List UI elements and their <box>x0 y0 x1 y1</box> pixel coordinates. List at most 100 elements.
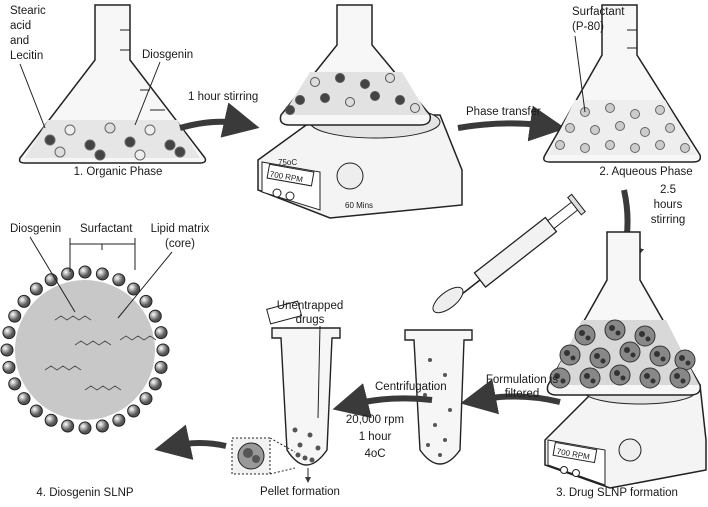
particle <box>61 419 75 433</box>
particle <box>680 378 686 384</box>
particle <box>148 377 162 391</box>
particle <box>639 367 661 389</box>
particle <box>615 121 625 131</box>
particle <box>645 336 651 342</box>
stirring-label: 1 hour stirring <box>188 91 258 103</box>
particle <box>84 139 96 151</box>
particle <box>590 378 596 384</box>
particle <box>443 438 447 442</box>
particle <box>29 404 43 418</box>
particle <box>78 265 92 279</box>
slnp-caption: 4. Diosgenin SLNP <box>36 487 133 499</box>
particle <box>8 377 22 391</box>
particle <box>605 103 615 113</box>
particle <box>64 124 76 136</box>
particle <box>585 335 591 341</box>
particle <box>639 331 645 337</box>
particle <box>609 364 631 386</box>
particle <box>630 143 640 153</box>
particle <box>630 352 636 358</box>
particle <box>148 309 162 323</box>
particle <box>559 344 581 366</box>
particle <box>428 358 432 362</box>
particle <box>600 358 606 364</box>
particle <box>112 273 126 287</box>
particle <box>565 123 575 133</box>
particle <box>315 445 321 451</box>
particle <box>335 73 345 83</box>
diosgenin-molecule <box>119 335 157 341</box>
particle <box>78 421 92 435</box>
particle <box>292 427 298 433</box>
diosgenin-slnp <box>0 265 170 435</box>
particle <box>614 370 620 376</box>
particle <box>156 343 170 357</box>
particle <box>674 349 696 371</box>
slnp-stirrer: 700 RPM <box>544 379 707 489</box>
particle <box>644 373 650 379</box>
particle <box>433 423 437 427</box>
particle <box>674 373 680 379</box>
diosgenin-molecule <box>54 315 92 321</box>
particle <box>297 442 303 448</box>
temperature-display: 75oC <box>278 158 297 167</box>
particle <box>285 105 295 115</box>
particle <box>580 143 590 153</box>
particle <box>44 413 58 427</box>
particle <box>307 432 313 438</box>
particle <box>61 267 75 281</box>
particle <box>17 294 31 308</box>
particle <box>134 149 146 161</box>
diosgenin-label: Diosgenin <box>142 49 193 61</box>
particle <box>124 136 136 148</box>
particle <box>640 127 650 137</box>
organic-phase-caption: 1. Organic Phase <box>74 166 163 178</box>
centrifugation-arrow <box>332 383 433 419</box>
particle <box>54 146 66 158</box>
particle <box>615 330 621 336</box>
phase-transfer-label: Phase transfer <box>466 106 541 118</box>
particle <box>104 122 116 134</box>
diosgenin-molecule <box>84 385 122 391</box>
aqueous-phase-caption: 2. Aqueous Phase <box>599 166 692 178</box>
particle <box>410 103 420 113</box>
particle <box>655 140 665 150</box>
particle <box>549 367 571 389</box>
particle <box>127 404 141 418</box>
stirring-flask <box>279 4 432 126</box>
particle <box>555 140 565 150</box>
organic-phase-flask <box>18 4 207 164</box>
filtered-arrow <box>460 378 561 415</box>
particle <box>44 134 56 146</box>
particle <box>295 452 301 458</box>
particle <box>154 360 168 374</box>
particle <box>630 109 640 119</box>
particle <box>560 378 566 384</box>
particle <box>570 355 576 361</box>
particle <box>423 393 427 397</box>
particle <box>564 350 570 356</box>
particle <box>590 125 600 135</box>
particle <box>443 373 447 377</box>
particle <box>385 73 395 83</box>
particle <box>660 356 666 362</box>
centrifugation-label: Centrifugation <box>375 381 447 393</box>
particle <box>624 347 630 353</box>
particle <box>574 324 596 346</box>
particle <box>654 351 660 357</box>
particle <box>139 392 153 406</box>
slnp-flask <box>546 231 702 396</box>
particle <box>619 341 641 363</box>
particle <box>309 457 315 463</box>
particle <box>95 419 109 433</box>
particle <box>112 413 126 427</box>
particle <box>650 378 656 384</box>
particle <box>649 345 671 367</box>
particle <box>310 77 320 87</box>
